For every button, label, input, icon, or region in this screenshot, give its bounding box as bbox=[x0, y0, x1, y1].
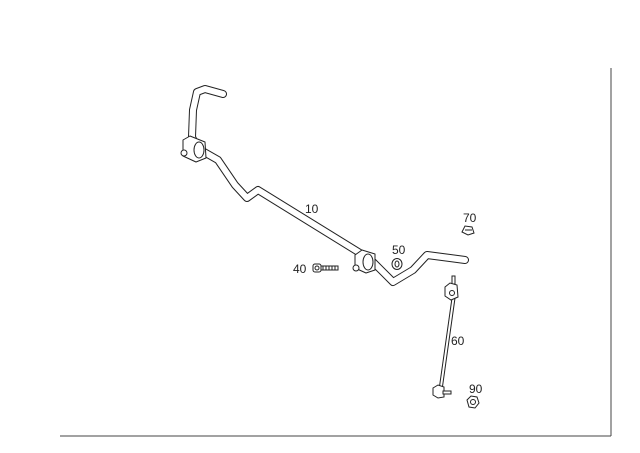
callout-60[interactable]: 60 bbox=[451, 334, 465, 348]
part-90-nut[interactable] bbox=[466, 395, 480, 409]
callout-40[interactable]: 40 bbox=[293, 262, 307, 276]
callout-90[interactable]: 90 bbox=[469, 382, 483, 396]
callout-70[interactable]: 70 bbox=[463, 211, 477, 225]
part-50-nut[interactable] bbox=[391, 258, 403, 270]
callout-50[interactable]: 50 bbox=[392, 243, 406, 257]
part-60-link-rod[interactable] bbox=[432, 275, 459, 399]
part-40-bolt[interactable] bbox=[312, 263, 339, 273]
part-10-stabilizer-bar[interactable] bbox=[180, 85, 469, 286]
frame-border bbox=[60, 68, 612, 437]
bushing-left bbox=[180, 135, 207, 163]
bushing-right bbox=[352, 249, 376, 274]
callout-10[interactable]: 10 bbox=[305, 202, 319, 216]
part-70-clip[interactable] bbox=[461, 225, 475, 236]
